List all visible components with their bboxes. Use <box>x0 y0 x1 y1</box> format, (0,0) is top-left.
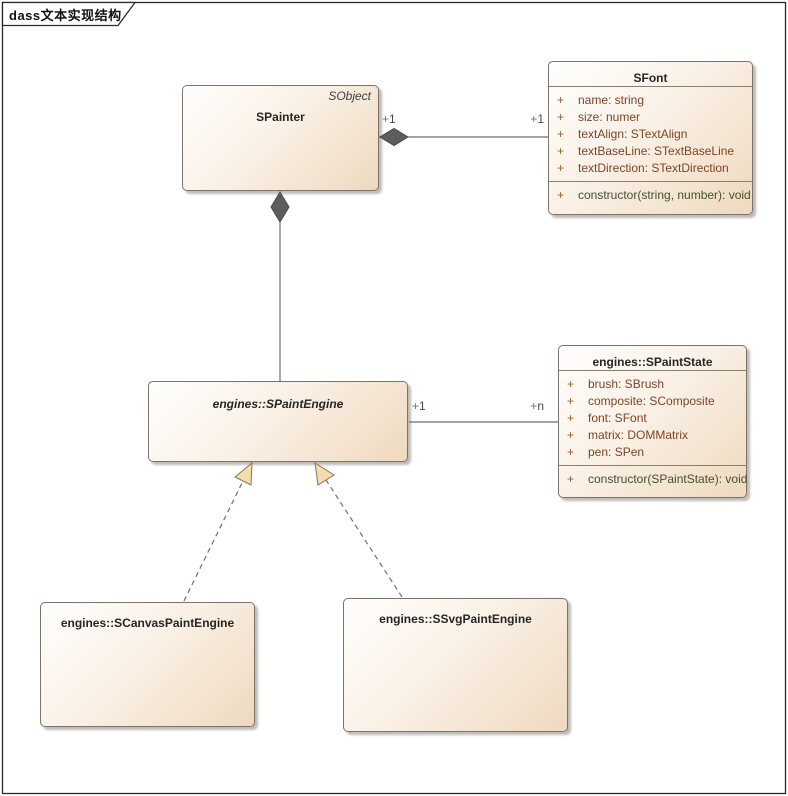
attribute-row: + size: numer <box>549 109 752 126</box>
attribute-text: brush: SBrush <box>588 377 665 391</box>
class-title-spaintengine: engines::SPaintEngine <box>212 397 344 411</box>
connector-composition-spainter-spaintengine[interactable] <box>270 191 290 381</box>
attributes-compartment: + name: string + size: numer + textAlign… <box>549 87 752 181</box>
visibility-sign: + <box>557 161 565 175</box>
attribute-text: size: numer <box>578 110 641 124</box>
attribute-row: + matrix: DOMMatrix <box>559 427 746 444</box>
attributes-compartment: + brush: SBrush + composite: SComposite … <box>559 371 746 465</box>
attribute-row: + name: string <box>549 92 752 109</box>
attribute-row: + pen: SPen <box>559 444 746 461</box>
attribute-row: + textBaseLine: STextBaseLine <box>549 143 752 160</box>
class-annotation-sobject: SObject <box>328 89 371 103</box>
visibility-sign: + <box>567 411 575 425</box>
class-ssvgpaintengine[interactable]: engines::SSvgPaintEngine <box>343 598 568 732</box>
multiplicity-label-spainter-end: +1 <box>382 112 396 126</box>
class-title-ssvgpaintengine: engines::SSvgPaintEngine <box>379 612 532 626</box>
realization-triangle-icon <box>234 461 253 486</box>
attribute-text: composite: SComposite <box>588 394 715 408</box>
visibility-sign: + <box>567 472 575 486</box>
operation-text: constructor(string, number): void <box>578 188 751 202</box>
multiplicity-label-spaintengine-end: +1 <box>412 399 426 413</box>
class-title-spaintstate: engines::SPaintState <box>592 355 713 369</box>
operations-compartment: + constructor(SPaintState): void <box>559 466 748 492</box>
frame-title: dass文本实现结构 <box>9 8 122 23</box>
visibility-sign: + <box>557 93 565 107</box>
class-title-scanvaspaintengine: engines::SCanvasPaintEngine <box>60 616 235 630</box>
visibility-sign: + <box>557 127 565 141</box>
visibility-sign: + <box>567 377 575 391</box>
connector-composition-spainter-sfont[interactable] <box>379 127 548 147</box>
attribute-row: + brush: SBrush <box>559 376 746 393</box>
class-scanvaspaintengine[interactable]: engines::SCanvasPaintEngine <box>40 602 255 727</box>
class-spaintengine[interactable]: engines::SPaintEngine <box>148 381 408 462</box>
multiplicity-label-spaintstate-end: +n <box>530 399 544 413</box>
class-title-sfont: SFont <box>633 71 668 85</box>
visibility-sign: + <box>557 144 565 158</box>
class-spaintstate[interactable]: engines::SPaintState + brush: SBrush + c… <box>558 345 747 498</box>
operations-compartment: + constructor(string, number): void <box>549 182 752 208</box>
attribute-text: textDirection: STextDirection <box>578 161 729 175</box>
operation-text: constructor(SPaintState): void <box>588 472 748 486</box>
attribute-row: + font: SFont <box>559 410 746 427</box>
class-sfont[interactable]: SFont + name: string + size: numer + tex… <box>548 61 753 215</box>
attribute-row: + composite: SComposite <box>559 393 746 410</box>
attribute-text: name: string <box>578 93 645 107</box>
multiplicity-label-sfont-end: +1 <box>530 112 544 126</box>
attribute-text: font: SFont <box>588 411 647 425</box>
attribute-text: textBaseLine: STextBaseLine <box>578 144 735 158</box>
visibility-sign: + <box>557 110 565 124</box>
visibility-sign: + <box>567 445 575 459</box>
attribute-row: + textAlign: STextAlign <box>549 126 752 143</box>
operation-row: + constructor(SPaintState): void <box>559 471 748 488</box>
visibility-sign: + <box>567 394 575 408</box>
operation-row: + constructor(string, number): void <box>549 187 752 204</box>
visibility-sign: + <box>567 428 575 442</box>
realization-triangle-icon <box>314 462 335 486</box>
connector-realization-ssvgpaintengine-spaintengine[interactable] <box>314 462 403 598</box>
connector-realization-scanvaspaintengine-spaintengine[interactable] <box>183 461 253 602</box>
attribute-text: textAlign: STextAlign <box>578 127 688 141</box>
attribute-text: pen: SPen <box>588 445 645 459</box>
attribute-text: matrix: DOMMatrix <box>588 428 688 442</box>
class-spainter[interactable]: SObject SPainter <box>182 85 379 191</box>
attribute-row: + textDirection: STextDirection <box>549 160 752 177</box>
visibility-sign: + <box>557 188 565 202</box>
